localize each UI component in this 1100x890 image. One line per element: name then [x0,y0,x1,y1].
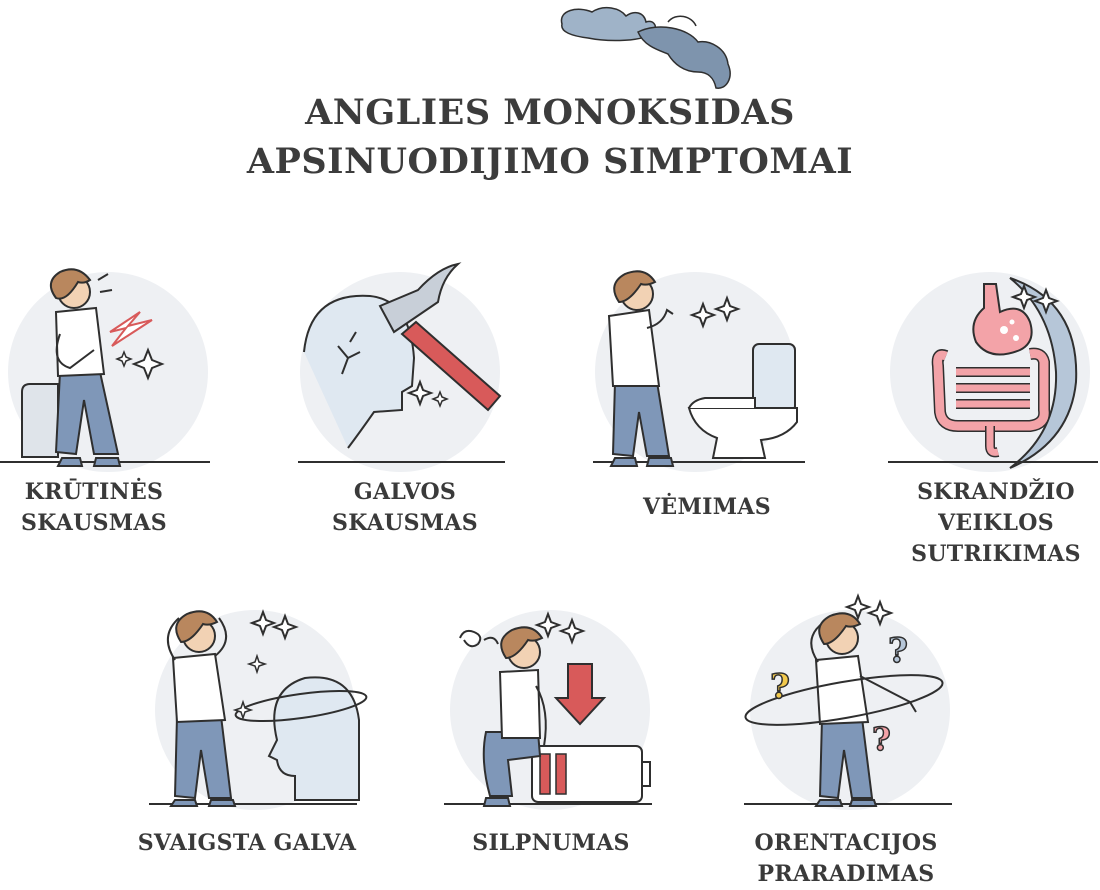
symptom-card-weak [440,600,680,810]
low-battery-person-icon [444,610,652,810]
chest-pain-person-icon [0,268,210,472]
stomach-intestines-icon [888,272,1098,472]
svg-text:?: ? [872,720,891,758]
hammer-head-icon [298,262,505,472]
symptom-card-chest [0,262,240,472]
smoke-cloud-icon [560,6,731,89]
symptom-card-head [290,262,530,472]
symptom-label-vomit: VĖMIMAS [643,494,771,520]
symptom-label-disorient: ORENTACIJOS PRARADIMAS [754,830,938,887]
symptom-label-stomach: SKRANDŽIO VEIKLOS SUTRIKIMAS [911,479,1081,567]
toilet-vomit-icon [593,270,805,472]
symptom-label-head: GALVOS SKAUSMAS [332,479,478,536]
question-marks-person-icon: ? ? ? [744,593,952,810]
page-title-line-1: ANGLIES MONOKSIDAS [305,92,795,133]
symptom-card-dizzy [145,600,385,810]
symptom-card-stomach [880,262,1100,472]
symptom-card-disorient: ? ? ? [740,590,980,810]
page-title-line-2: APSINUODIJIMO SIMPTOMAI [246,141,854,182]
symptom-label-chest: KRŪTINĖS SKAUSMAS [21,479,167,536]
symptom-label-weak: SILPNUMAS [472,830,630,856]
symptom-card-vomit [585,262,825,472]
svg-text:?: ? [770,667,790,707]
symptom-label-dizzy: SVAIGSTA GALVA [137,830,357,856]
dizzy-head-icon [149,609,368,810]
svg-text:?: ? [888,631,908,671]
